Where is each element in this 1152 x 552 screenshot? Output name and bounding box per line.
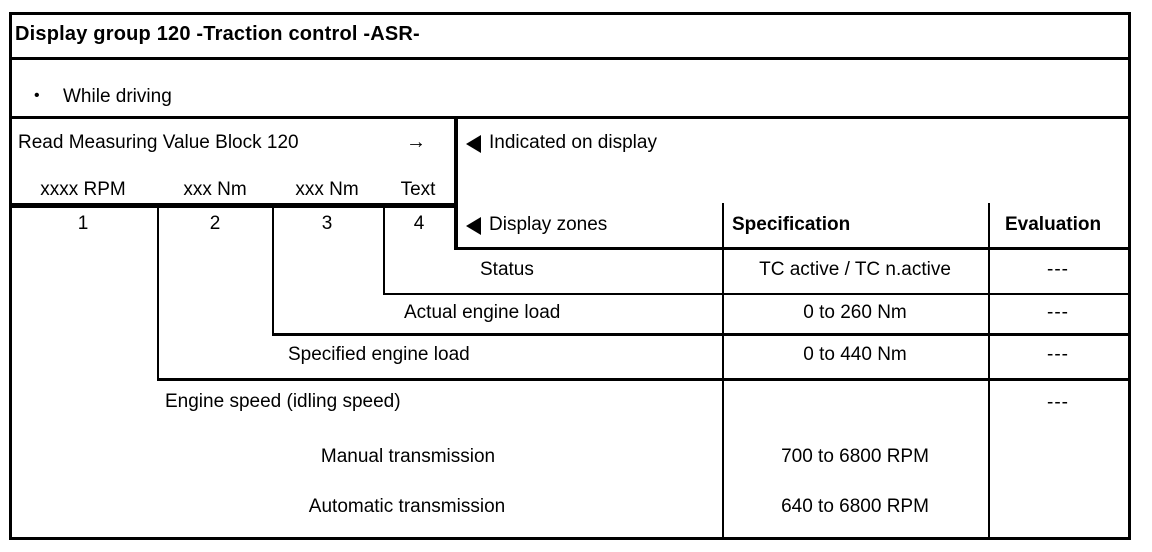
page-title: Display group 120 -Traction control -ASR…: [15, 23, 420, 45]
row-label-manual-transmission: Manual transmission: [320, 446, 496, 467]
read-block-label: Read Measuring Value Block 120: [18, 132, 299, 153]
zone-number-1: 1: [77, 213, 89, 234]
header-row-divider: [454, 247, 1131, 250]
zone3-column-divider: [383, 206, 385, 295]
zone1-column-divider: [157, 206, 159, 380]
bullet-icon: •: [34, 87, 40, 104]
zone2-column-divider: [272, 206, 274, 335]
left-triangle-icon: [466, 217, 481, 235]
table-border-right: [1128, 12, 1131, 540]
unit-label-zone3: xxx Nm: [295, 179, 359, 200]
unit-label-zone4: Text: [400, 179, 436, 200]
specified-load-row-divider: [157, 378, 1131, 381]
unit-label-zone2: xxx Nm: [183, 179, 247, 200]
evaluation-column-divider: [988, 203, 990, 537]
row-label-specified-load: Specified engine load: [288, 344, 470, 365]
table-border-top: [9, 12, 1131, 15]
right-arrow-icon: →: [406, 131, 426, 153]
status-row-divider: [383, 293, 1131, 295]
condition-row-divider: [9, 116, 1131, 119]
row-label-actual-load: Actual engine load: [404, 302, 561, 323]
row-spec-status: TC active / TC n.active: [759, 259, 951, 280]
row-spec-actual-load: 0 to 260 Nm: [803, 302, 907, 323]
row-eval-specified-load: ---: [1047, 344, 1069, 365]
row-spec-specified-load: 0 to 440 Nm: [803, 344, 907, 365]
row-eval-actual-load: ---: [1047, 302, 1069, 323]
row-label-status: Status: [480, 259, 534, 280]
unit-label-zone1: xxxx RPM: [40, 179, 126, 200]
row-label-automatic-transmission: Automatic transmission: [308, 496, 506, 517]
read-block-box-bottom: [9, 203, 458, 208]
table-border-bottom: [9, 537, 1131, 540]
specification-column-divider: [722, 203, 724, 537]
zone-number-3: 3: [321, 213, 333, 234]
zone-number-2: 2: [209, 213, 221, 234]
row-eval-engine-speed: ---: [1047, 392, 1069, 413]
table-border-left: [9, 12, 12, 540]
read-block-box-right-border: [454, 116, 458, 250]
title-row-divider: [9, 57, 1131, 60]
specification-header: Specification: [732, 214, 851, 235]
row-eval-status: ---: [1047, 259, 1069, 280]
row-spec-automatic-transmission: 640 to 6800 RPM: [781, 496, 929, 517]
row-spec-manual-transmission: 700 to 6800 RPM: [781, 446, 929, 467]
zone-number-4: 4: [413, 213, 425, 234]
condition-text: While driving: [63, 86, 172, 107]
actual-load-row-divider: [272, 333, 1131, 336]
evaluation-header: Evaluation: [1005, 214, 1102, 235]
display-zones-label: Display zones: [489, 214, 608, 235]
left-triangle-icon: [466, 135, 481, 153]
row-label-engine-speed: Engine speed (idling speed): [165, 391, 401, 412]
indicated-on-display-label: Indicated on display: [489, 132, 657, 153]
